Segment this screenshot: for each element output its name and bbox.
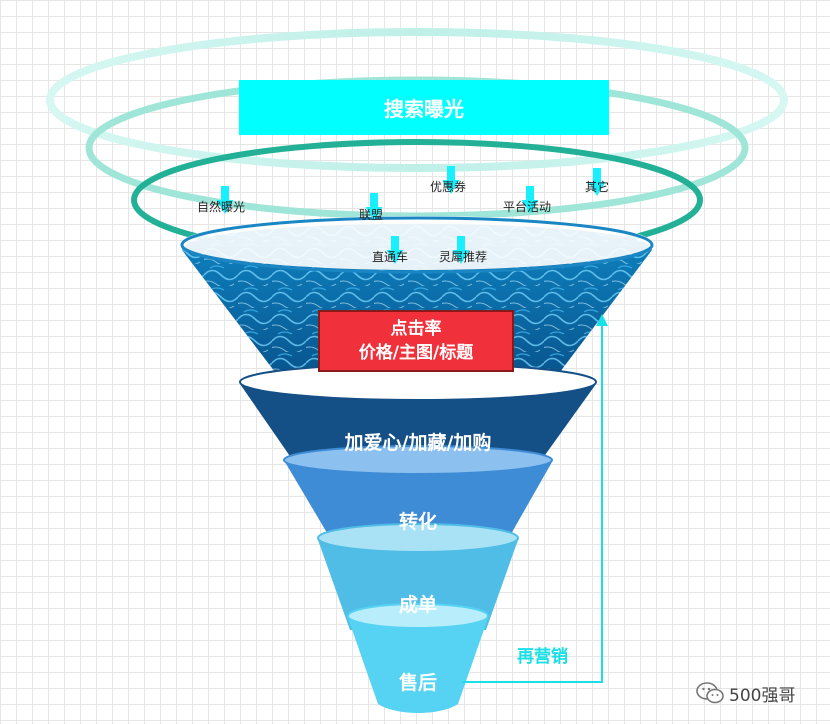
search-exposure-box: 搜索曝光: [239, 80, 609, 135]
remarketing-arrowhead: [596, 314, 608, 326]
source-other: 其它: [585, 180, 610, 194]
stage-conversion-rim: [283, 445, 553, 475]
search-exposure-label: 搜索曝光: [384, 97, 464, 121]
remarketing-line: [462, 322, 603, 683]
stage-order-label: 成单: [398, 594, 438, 616]
arrow-coupon-icon: [442, 166, 460, 194]
stage-conversion-label: 转化: [398, 511, 438, 533]
wechat-icon: [696, 682, 724, 704]
arrow-other-icon: [588, 168, 606, 196]
arrow-lingxi-recommend-icon: [452, 236, 470, 264]
arrow-platform-activity-icon: [521, 186, 539, 214]
remarketing-label: 再营销: [517, 647, 568, 667]
stage-after-sales-body: [348, 618, 488, 713]
stage-favorite-cart-body: [240, 384, 596, 462]
stage-after-sales-rim: [347, 603, 489, 629]
stage-after-sales-label: 售后: [398, 672, 438, 694]
source-direct-train: 直通车: [372, 250, 409, 264]
source-coupon: 优惠券: [430, 180, 467, 194]
outer-ring: [46, 28, 788, 172]
source-lingxi-recommend: 灵犀推荐: [439, 250, 488, 264]
watermark-text: 500强哥: [729, 685, 796, 706]
water-funnel-rim-edge: [180, 216, 654, 274]
arrow-natural-exposure-icon: [216, 186, 234, 214]
click-rate-title: 点击率: [390, 319, 442, 339]
stage-order-rim: [317, 523, 519, 553]
stage-favorite-cart-label: 加爱心/加藏/加购: [344, 432, 492, 454]
click-rate-box: 点击率 价格/主图/标题: [318, 310, 514, 372]
arrow-direct-train-icon: [386, 236, 404, 264]
source-natural-exposure: 自然曝光: [197, 200, 246, 214]
stage-conversion-body: [285, 462, 552, 548]
source-alliance: 联盟: [359, 208, 384, 222]
watermark: 500强哥: [695, 680, 795, 706]
source-arrows: [216, 166, 606, 264]
water-funnel-rim: [182, 216, 652, 270]
arrow-alliance-icon: [365, 193, 383, 221]
click-rate-factors: 价格/主图/标题: [358, 343, 474, 363]
source-platform-activity: 平台活动: [503, 200, 552, 214]
